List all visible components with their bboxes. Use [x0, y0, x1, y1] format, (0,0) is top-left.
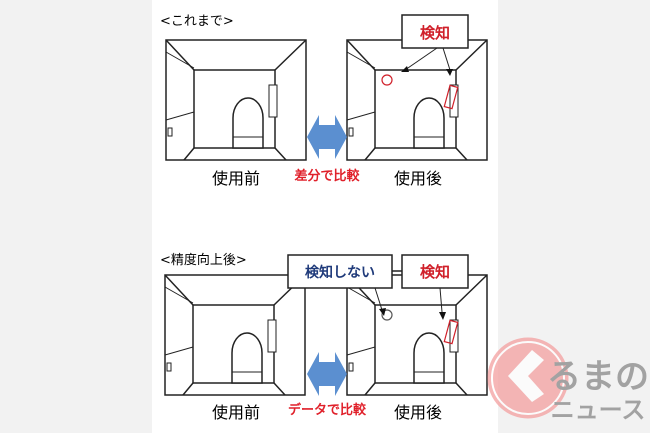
door-handle: [166, 362, 172, 372]
compare-label: 差分で比較: [294, 168, 360, 184]
section-heading: <精度向上後>: [160, 252, 247, 268]
before-label: 使用前: [212, 169, 260, 188]
arrowhead-icon: [446, 69, 453, 76]
compare-arrow-icon: [307, 352, 347, 396]
callout-text: 検知: [420, 24, 450, 42]
svg-text:ニュース: ニュース: [551, 396, 646, 424]
svg-text:るまの: るまの: [547, 357, 649, 397]
toilet-icon: [413, 332, 445, 384]
kurumanonews-logo: るまの ニュース: [487, 337, 649, 424]
callout-detect: 検知: [401, 14, 469, 76]
after-label: 使用後: [394, 169, 442, 188]
callout-detect: 検知: [401, 254, 469, 320]
arrowhead-icon: [401, 66, 409, 72]
room-after: [346, 274, 488, 396]
before-label: 使用前: [212, 403, 260, 422]
misplaced-item-icon: [443, 84, 459, 110]
door-handle: [348, 362, 354, 372]
callout-text: 検知: [420, 263, 450, 281]
compare-label: データで比較: [288, 402, 367, 418]
after-label: 使用後: [394, 403, 442, 422]
compare-arrow-icon: [307, 115, 347, 159]
room-before: [164, 274, 306, 396]
door-handle: [348, 127, 354, 137]
trash-icon: [381, 74, 393, 86]
callout-not-detected: 検知しない: [287, 254, 393, 316]
misplaced-item-icon: [443, 319, 459, 345]
paper-holder: [268, 84, 278, 118]
toilet-icon: [413, 97, 445, 149]
section-heading: <これまで>: [160, 14, 234, 29]
toilet-icon: [231, 332, 263, 384]
arrowhead-icon: [379, 308, 386, 316]
room-before: [165, 39, 307, 161]
door-handle: [167, 127, 173, 137]
room-after: [346, 39, 488, 161]
toilet-icon: [232, 97, 264, 149]
arrowhead-icon: [439, 312, 446, 320]
callout-text: 検知しない: [305, 264, 375, 281]
paper-holder: [267, 319, 277, 353]
